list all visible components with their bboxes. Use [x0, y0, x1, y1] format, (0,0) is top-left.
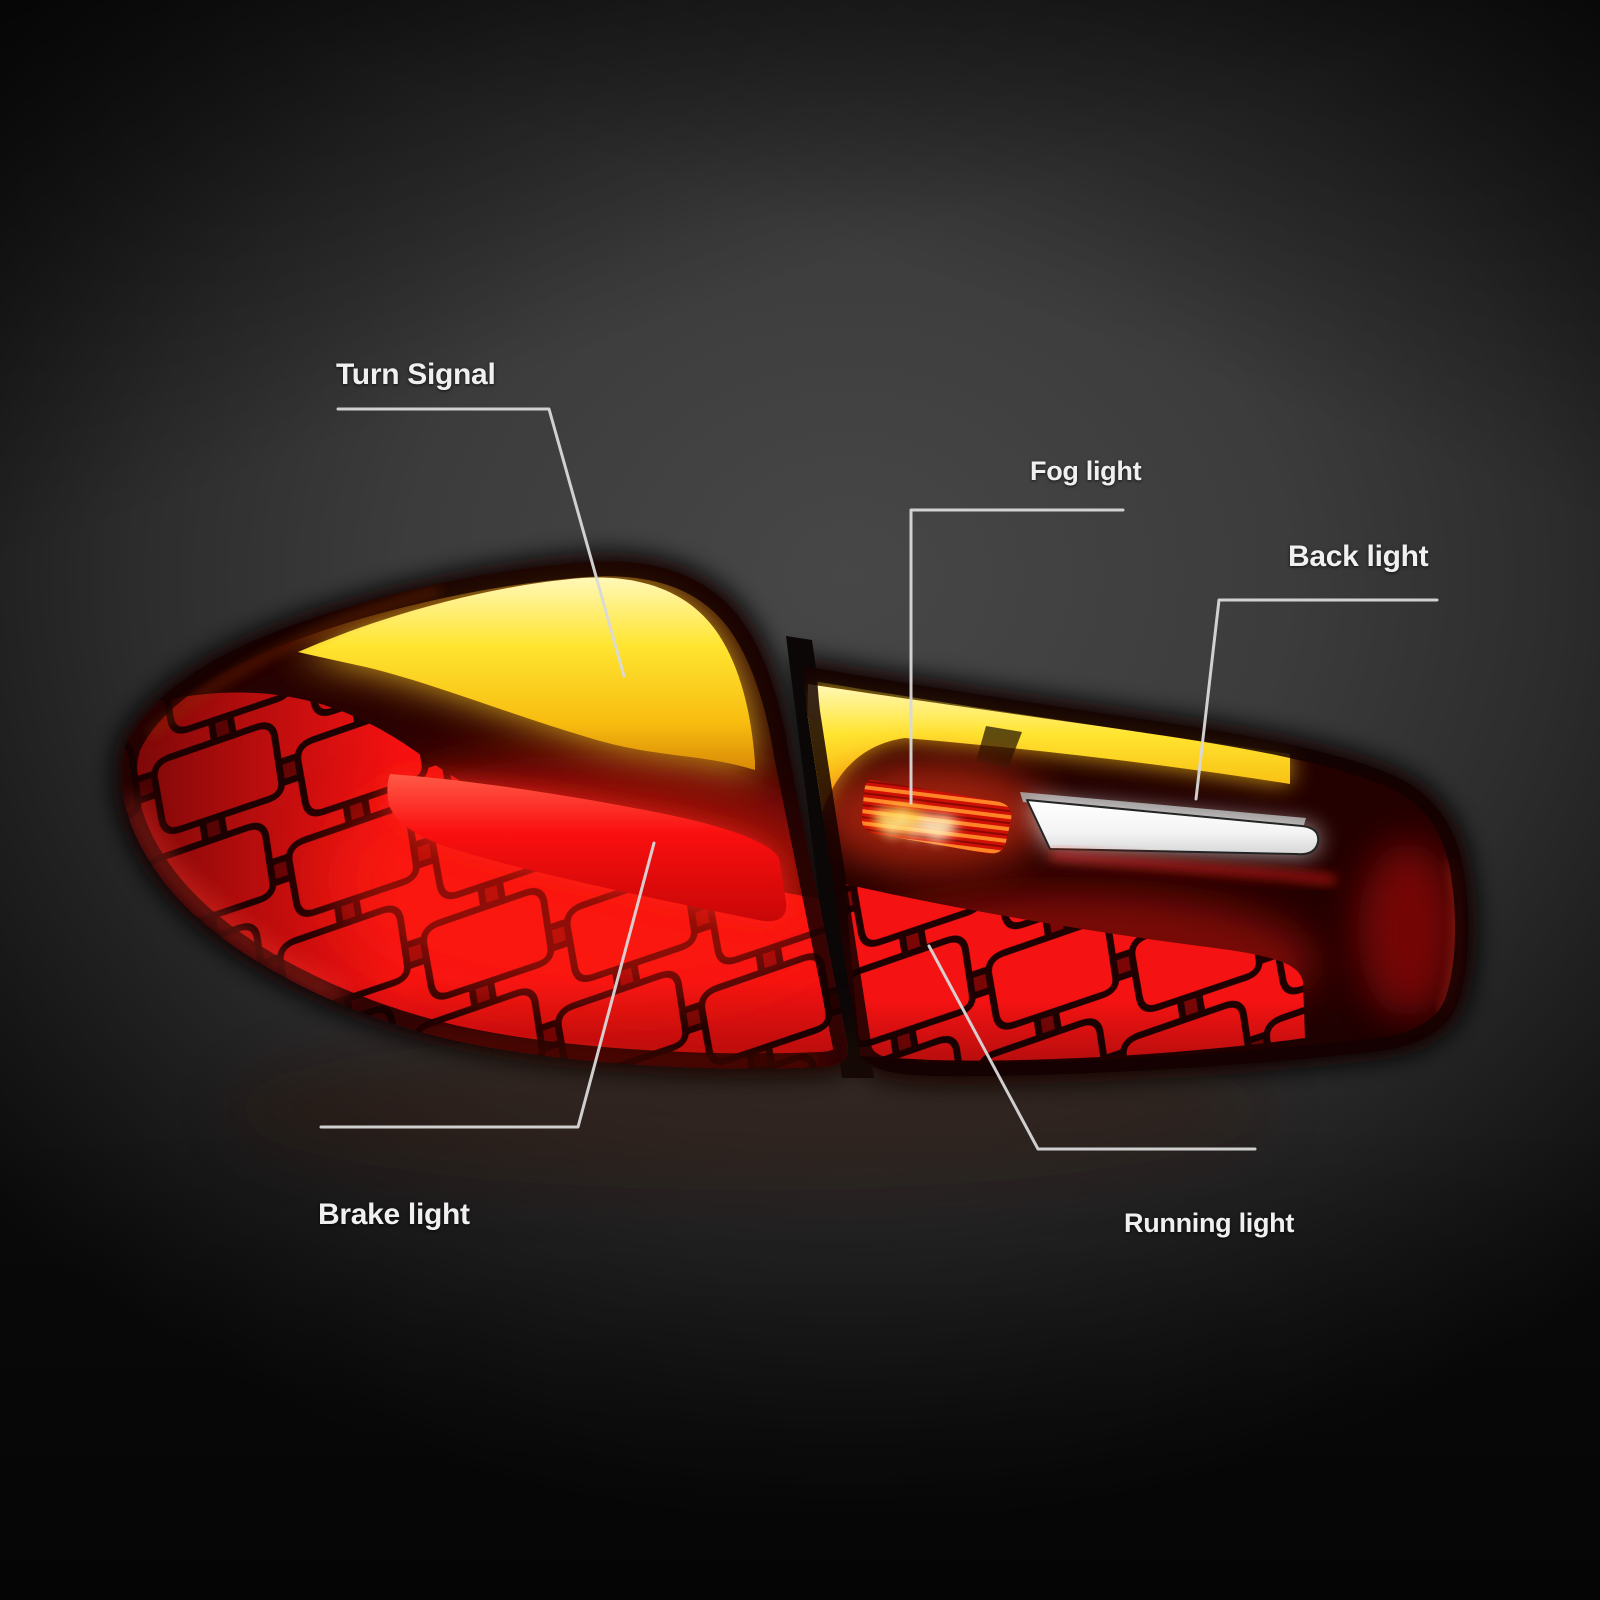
running-light-leader-line — [927, 944, 1257, 1151]
turn-signal-strip-right — [807, 684, 1290, 826]
brake-light-label: Brake light — [318, 1198, 470, 1231]
fog-light-filament-glow — [874, 807, 958, 845]
fog-light-label: Fog light — [1030, 456, 1142, 486]
back-light-leader-line — [1194, 598, 1439, 801]
right-lamp-unit — [804, 666, 1469, 1077]
back-light-label: Back light — [1288, 540, 1429, 573]
turn-signal-label: Turn Signal — [336, 358, 496, 391]
turn-signal-band — [298, 577, 755, 770]
running-light-label: Running light — [1124, 1208, 1295, 1238]
back-light-bar — [1026, 799, 1320, 856]
brake-light-leader-line — [319, 841, 656, 1129]
turn-signal-leader-line — [336, 407, 626, 678]
brake-light-bar — [387, 774, 787, 922]
fog-light-leader-line — [909, 508, 1125, 805]
left-lamp-unit — [121, 561, 848, 1069]
